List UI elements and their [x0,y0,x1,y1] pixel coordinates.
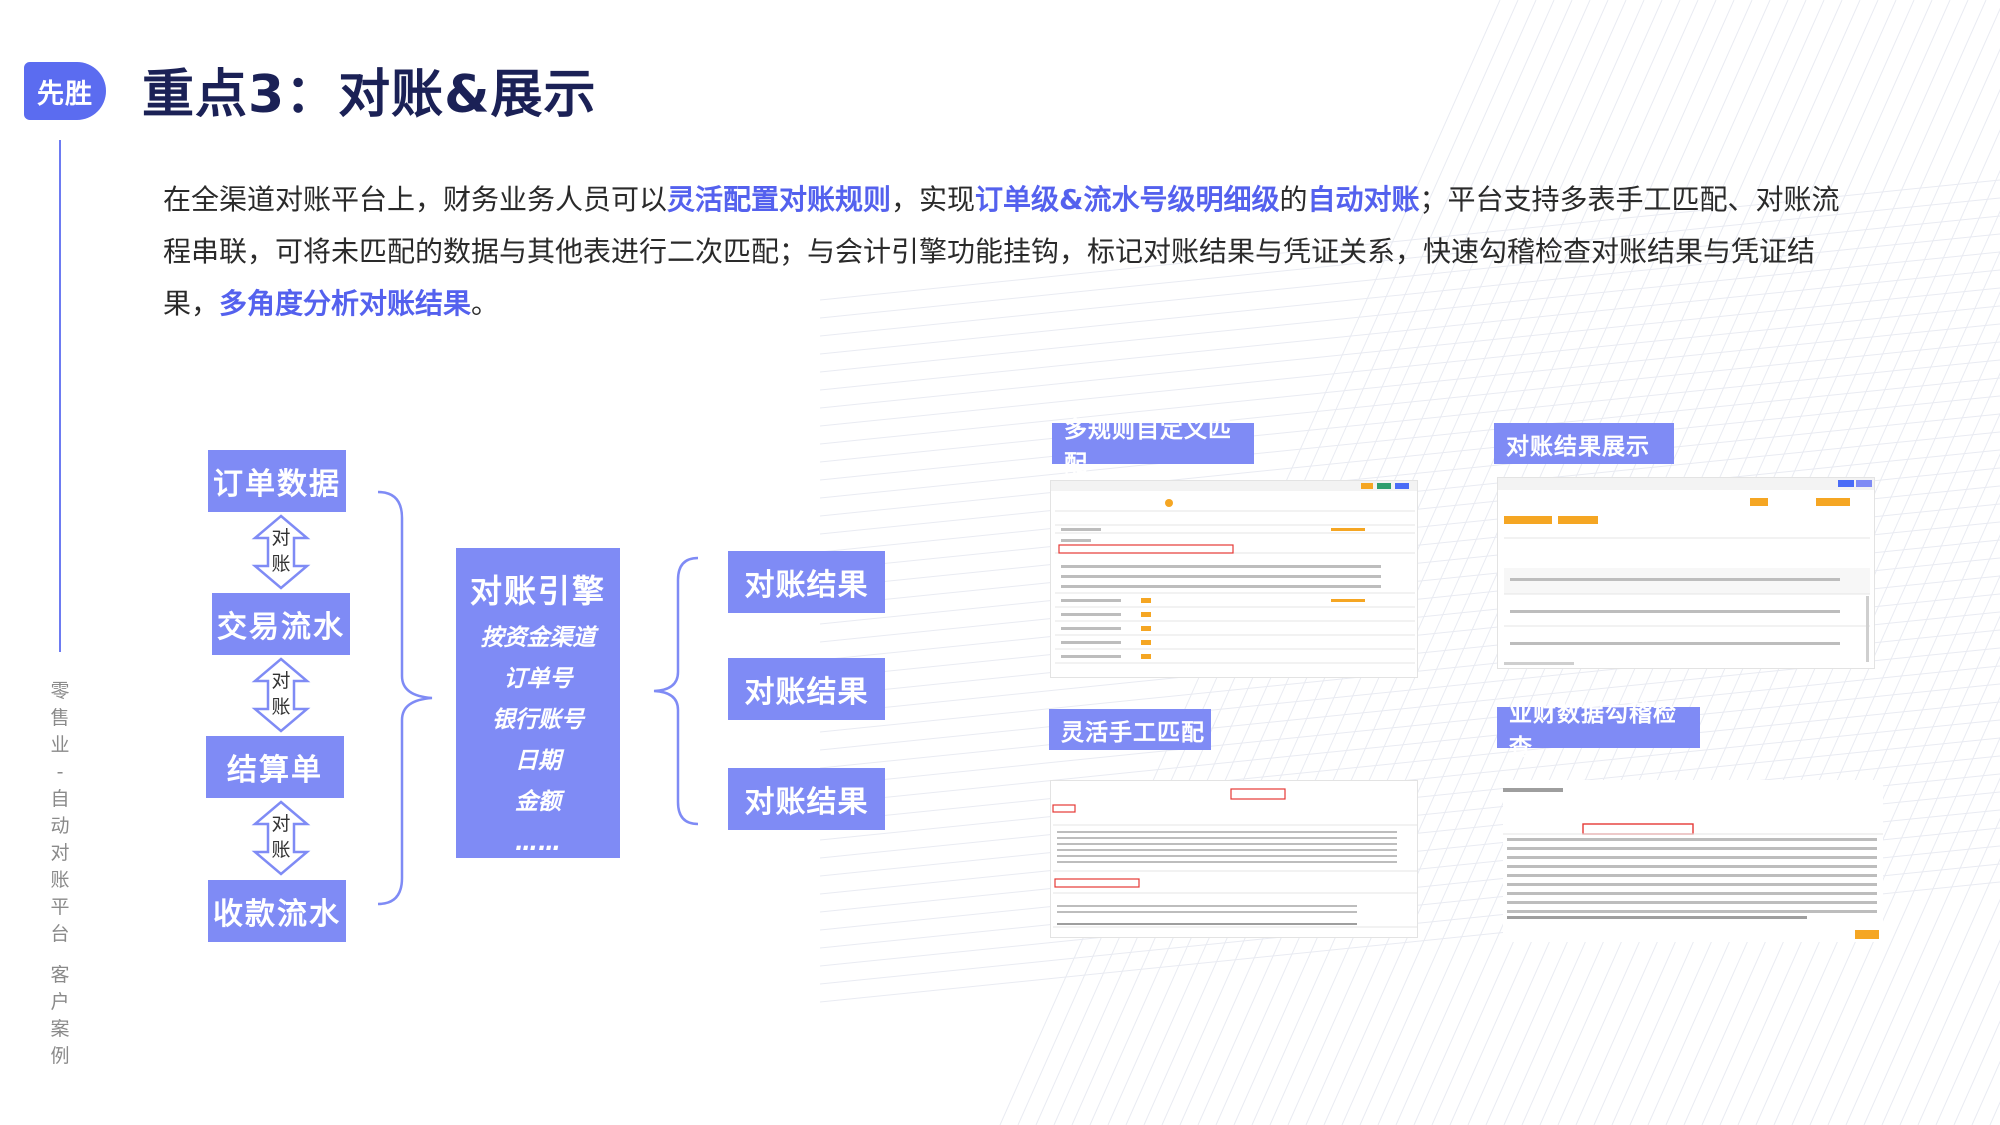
side-caption-char: 案 [50,1018,70,1040]
side-caption-char: 账 [50,869,70,891]
side-caption-char: 业 [50,734,70,756]
side-caption-char: 零 [50,680,70,702]
page-title: 重点3：对账&展示 [142,65,597,125]
side-caption-char: 台 [50,923,70,945]
side-caption-char: - [56,761,64,783]
side-caption-char: 户 [50,991,70,1013]
double-arrow-icon [251,657,311,733]
source-settlement: 结算单 [206,736,344,798]
company-logo: 先胜 [24,62,106,120]
side-caption-char [48,948,72,962]
panel-label-data-check: 业财数据勾稽检查 [1497,701,1700,761]
panel-label-result-display: 对账结果展示 [1494,423,1674,464]
intro-text: 。 [471,287,500,320]
result-box: 对账结果 [728,551,885,613]
side-caption-char: 售 [50,707,70,729]
reconcile-arrow-1: 对 账 [251,514,311,590]
intro-highlight: 自动对账 [1307,183,1420,216]
side-vertical-caption: 零售业 - 自动对账平台 客户案例 [48,678,72,1070]
intro-highlight: 订单级&流水号级明细级 [975,183,1280,216]
intro-text: 的 [1279,183,1308,216]
source-transaction-flow: 交易流水 [212,593,350,655]
screenshot-thumbnail-image [1051,481,1417,664]
screenshot-multi-rule [1050,480,1418,678]
intro-highlight: 多角度分析对账结果 [219,287,472,320]
engine-criteria-list: 按资金渠道 订单号 银行账号 日期 金额 …… [456,618,620,864]
arrow-label-top: 对 [271,670,291,692]
screenshot-manual-match [1050,780,1418,938]
engine-title: 对账引擎 [469,572,606,610]
engine-criterion: 金额 [515,789,561,815]
double-arrow-icon [251,800,311,876]
reconcile-arrow-3: 对 账 [251,800,311,876]
engine-criterion: 日期 [515,748,561,774]
engine-criterion: 订单号 [503,666,573,692]
screenshot-thumbnail-image [1498,478,1874,665]
screenshot-data-check [1503,780,1883,942]
left-brace [377,490,433,906]
side-caption-char: 自 [50,788,70,810]
intro-text: 在全渠道对账平台上，财务业务人员可以 [163,183,668,216]
side-divider-line [59,140,61,652]
reconcile-engine: 对账引擎 按资金渠道 订单号 银行账号 日期 金额 …… [456,548,620,858]
engine-criterion: …… [515,830,561,856]
side-caption-char: 动 [50,815,70,837]
screenshot-thumbnail-image [1052,788,1417,928]
arrow-label-bottom: 账 [271,553,291,575]
side-caption-char: 平 [50,896,70,918]
side-caption-char: 客 [50,964,70,986]
arrow-label-bottom: 账 [271,839,291,861]
side-caption-char: 例 [50,1045,70,1067]
reconcile-arrow-2: 对 账 [251,657,311,733]
engine-criterion: 按资金渠道 [480,625,596,651]
side-caption-char: 对 [50,842,70,864]
arrow-label-bottom: 账 [271,696,291,718]
right-brace [653,556,699,826]
intro-highlight: 灵活配置对账规则 [667,183,892,216]
arrow-label-top: 对 [271,527,291,549]
intro-text: ，实现 [891,183,976,216]
screenshot-thumbnail-image [1503,788,1883,939]
source-receipt-flow: 收款流水 [208,880,346,942]
engine-criterion: 银行账号 [492,707,584,733]
arrow-label-top: 对 [271,813,291,835]
screenshot-result-display [1497,477,1875,669]
double-arrow-icon [251,514,311,590]
source-order-data: 订单数据 [208,450,346,512]
intro-paragraph: 在全渠道对账平台上，财务业务人员可以灵活配置对账规则，实现订单级&流水号级明细级… [163,174,1843,330]
result-box: 对账结果 [728,768,885,830]
panel-label-multi-rule: 多规则自定义匹配 [1052,417,1254,477]
logo-text: 先胜 [37,78,93,110]
panel-label-manual-match: 灵活手工匹配 [1049,709,1211,750]
intro-text: ；平台支持多表手工匹配、对账流程串联，可将未匹配的数据与其他表进行二次匹配；与会… [163,183,1840,320]
result-box: 对账结果 [728,658,885,720]
